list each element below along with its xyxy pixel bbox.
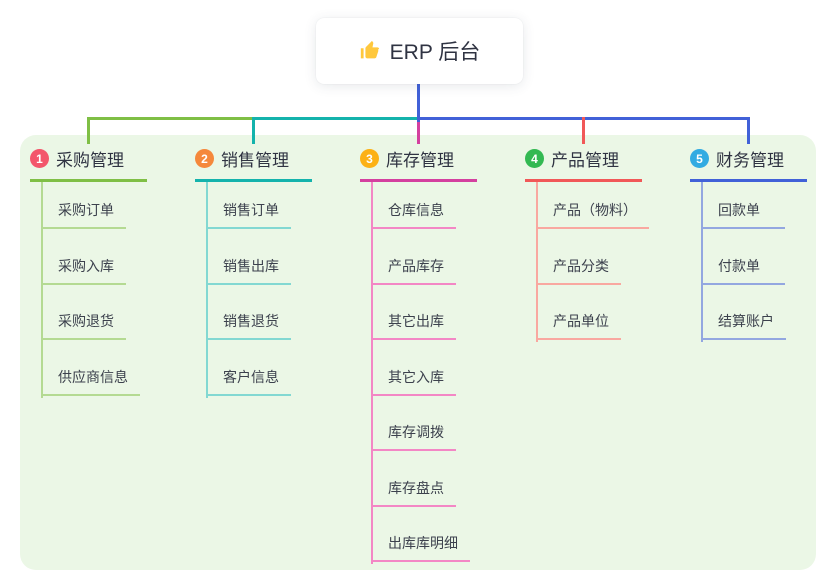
connector-drop [87,117,90,144]
branch-child-connector [206,181,208,398]
child-label: 采购入库 [58,258,114,274]
child-node[interactable]: 产品库存 [371,255,456,285]
child-label: 客户信息 [223,369,279,385]
child-label: 采购订单 [58,202,114,218]
root-node[interactable]: ERP 后台 [316,18,523,84]
child-label: 其它入库 [388,369,444,385]
branch-label: 销售管理 [221,151,289,170]
thumbs-up-icon [360,40,379,59]
branch-number-badge: 2 [195,149,214,168]
child-node[interactable]: 回款单 [701,199,785,229]
child-label: 付款单 [718,258,760,274]
branch-label: 库存管理 [386,151,454,170]
branch-child-connector [701,181,703,342]
root-title: ERP 后台 [389,41,481,64]
child-label: 销售订单 [223,202,279,218]
child-node[interactable]: 采购订单 [41,199,126,229]
child-node[interactable]: 产品分类 [536,255,621,285]
child-label: 出库库明细 [388,535,458,551]
child-node[interactable]: 出库库明细 [371,532,470,562]
branch-number-badge: 3 [360,149,379,168]
connector-drop [417,121,420,144]
child-node[interactable]: 库存盘点 [371,477,456,507]
branch-title-5[interactable]: 5 财务管理 [690,146,807,182]
child-node[interactable]: 产品单位 [536,310,621,340]
child-label: 产品单位 [553,313,609,329]
branch-child-connector [41,181,43,398]
child-node[interactable]: 其它入库 [371,366,456,396]
child-node[interactable]: 付款单 [701,255,785,285]
child-node[interactable]: 供应商信息 [41,366,140,396]
child-label: 仓库信息 [388,202,444,218]
connector-root-stem [417,84,420,122]
child-label: 回款单 [718,202,760,218]
child-label: 销售出库 [223,258,279,274]
branch-title-4[interactable]: 4 产品管理 [525,146,642,182]
branch-child-connector [536,181,538,342]
child-label: 库存调拨 [388,424,444,440]
branch-label: 财务管理 [716,151,784,170]
child-node[interactable]: 采购入库 [41,255,126,285]
child-node[interactable]: 销售出库 [206,255,291,285]
child-node[interactable]: 客户信息 [206,366,291,396]
branch-title-3[interactable]: 3 库存管理 [360,146,477,182]
branch-number-badge: 4 [525,149,544,168]
child-node[interactable]: 采购退货 [41,310,126,340]
mindmap-panel [20,135,816,570]
child-label: 采购退货 [58,313,114,329]
child-node[interactable]: 仓库信息 [371,199,456,229]
branch-title-2[interactable]: 2 销售管理 [195,146,312,182]
branch-label: 产品管理 [551,151,619,170]
child-label: 供应商信息 [58,369,128,385]
connector-drop [582,117,585,144]
child-node[interactable]: 其它出库 [371,310,456,340]
connector-bus-green [88,117,253,120]
branch-child-connector [371,181,373,564]
child-label: 产品（物料） [553,202,637,218]
child-label: 其它出库 [388,313,444,329]
child-node[interactable]: 产品（物料） [536,199,649,229]
connector-bus-teal [253,117,418,120]
branch-number-badge: 5 [690,149,709,168]
child-label: 产品库存 [388,258,444,274]
child-node[interactable]: 销售订单 [206,199,291,229]
branch-number-badge: 1 [30,149,49,168]
branch-title-1[interactable]: 1 采购管理 [30,146,147,182]
child-label: 结算账户 [718,313,774,329]
child-label: 销售退货 [223,313,279,329]
branch-label: 采购管理 [56,151,124,170]
connector-drop [747,117,750,144]
child-node[interactable]: 库存调拨 [371,421,456,451]
child-node[interactable]: 销售退货 [206,310,291,340]
child-label: 产品分类 [553,258,609,274]
child-label: 库存盘点 [388,480,444,496]
connector-drop [252,117,255,144]
child-node[interactable]: 结算账户 [701,310,786,340]
